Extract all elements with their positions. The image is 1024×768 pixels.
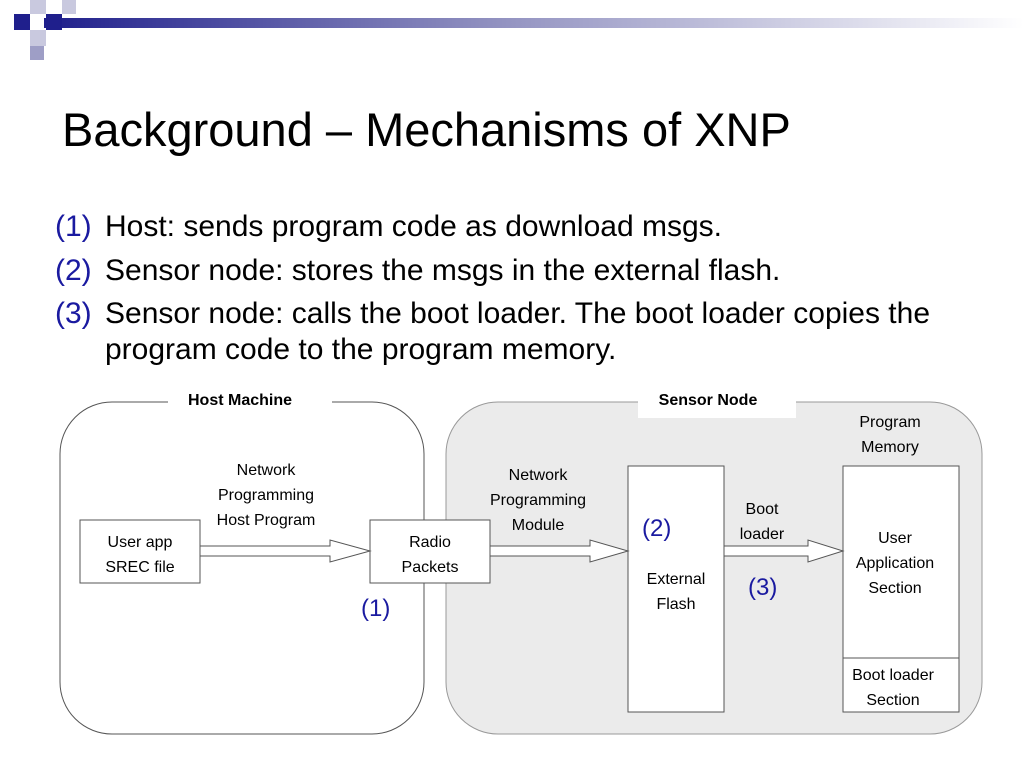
user-application-section-label: User Application Section xyxy=(855,530,935,597)
external-flash-box xyxy=(627,465,725,713)
step-3-tag: (3) xyxy=(748,574,778,601)
bullet-number: (3) xyxy=(55,297,92,330)
arrow-radio-to-flash xyxy=(489,539,630,563)
user-app-box xyxy=(79,519,201,584)
boot-loader-arrow-label: Boot loader xyxy=(739,501,785,543)
host-program-label: Network Programming Host Program xyxy=(216,462,316,529)
bullet-list: (1) Host: sends program code as download… xyxy=(55,208,955,374)
user-app-label: User app SREC file xyxy=(105,534,175,576)
arrow-host-to-radio xyxy=(199,539,372,563)
boot-loader-section-label: Boot loader Section xyxy=(852,667,934,709)
radio-packets-label: Radio Packets xyxy=(401,534,459,576)
external-flash-label: External Flash xyxy=(646,571,706,613)
header-decoration xyxy=(0,0,1024,64)
bullet-item-2: (2) Sensor node: stores the msgs in the … xyxy=(55,252,955,290)
bullet-item-1: (1) Host: sends program code as download… xyxy=(55,208,955,246)
program-memory-box xyxy=(842,465,960,713)
xnp-diagram: Host Machine Sensor Node User app SREC f… xyxy=(0,380,1024,768)
bullet-number: (1) xyxy=(55,210,92,243)
program-memory-label: Program Memory xyxy=(859,414,921,456)
slide-title: Background – Mechanisms of XNP xyxy=(62,103,791,156)
bullet-text: Host: sends program code as download msg… xyxy=(105,210,722,243)
step-1-tag: (1) xyxy=(361,595,391,622)
bullet-text: Sensor node: calls the boot loader. The … xyxy=(105,297,931,366)
bullet-number: (2) xyxy=(55,254,92,287)
network-module-label: Network Programming Module xyxy=(489,467,587,534)
bullet-item-3: (3) Sensor node: calls the boot loader. … xyxy=(55,296,955,368)
host-machine-label: Host Machine xyxy=(187,392,292,409)
sensor-node-label: Sensor Node xyxy=(658,392,758,409)
step-2-tag: (2) xyxy=(642,515,672,542)
arrow-flash-to-memory xyxy=(723,539,845,563)
bullet-text: Sensor node: stores the msgs in the exte… xyxy=(105,254,781,287)
